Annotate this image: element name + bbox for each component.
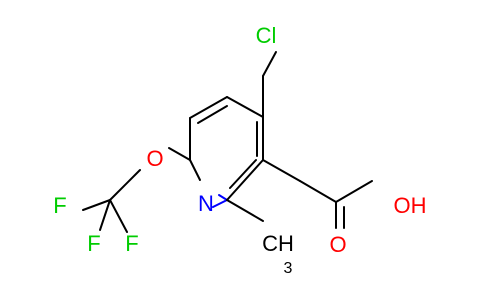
- bond-c4-c5: [226, 96, 264, 118]
- bond-ch2-cooh: [299, 180, 337, 203]
- atom-oh: OH: [394, 193, 427, 218]
- atom-f1: F: [53, 193, 66, 218]
- bond-c3-ch2: [262, 159, 301, 182]
- atom-o-carbonyl: O: [329, 232, 346, 257]
- bond-n-c2: [218, 194, 228, 201]
- bond-cf3-f3: [109, 199, 128, 233]
- bond-cf3-f1: [82, 199, 111, 211]
- atom-ch3: CH: [262, 231, 294, 256]
- bonds: [82, 51, 373, 233]
- bond-n-c2-color: [212, 199, 228, 208]
- bond-c6-o: [168, 147, 191, 161]
- bond-c5-c6: [189, 96, 228, 119]
- atom-f2: F: [87, 231, 100, 256]
- bond-o-cf3: [109, 169, 141, 201]
- atom-cl: Cl: [256, 23, 277, 48]
- bond-c6-n-lower: [189, 159, 201, 181]
- atom-o-ether: O: [146, 146, 163, 171]
- atom-n: N: [198, 191, 214, 216]
- bond-cf3-f2: [99, 199, 111, 231]
- atom-f3: F: [125, 231, 138, 256]
- bond-c2-ch3: [226, 199, 264, 222]
- bond-c2-c3: [226, 159, 264, 201]
- atom-ch3-subscript: 3: [284, 260, 293, 277]
- bond-c2-c3-inner: [229, 159, 257, 189]
- bond-c-oh: [335, 180, 373, 203]
- bond-ch2-cl: [262, 51, 277, 77]
- bond-c5-c6-inner: [197, 105, 228, 124]
